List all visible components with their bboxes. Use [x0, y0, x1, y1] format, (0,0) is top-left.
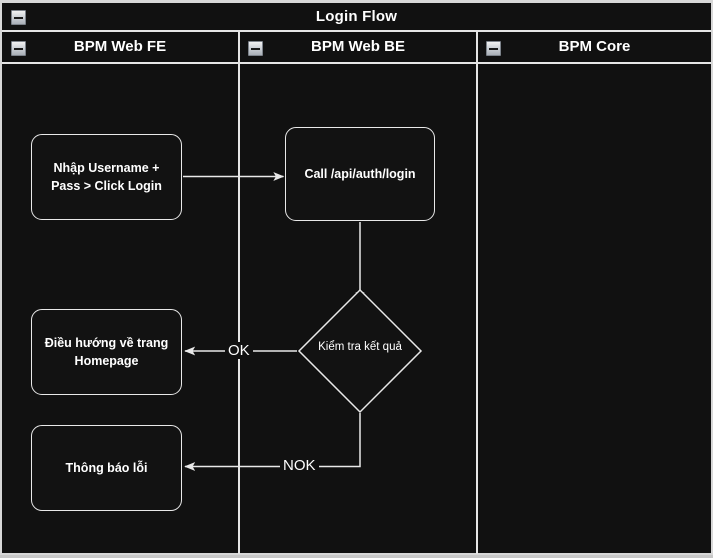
edge-gateway-to-error [184, 413, 361, 471]
lane-label-bpm-core: BPM Core [558, 38, 631, 55]
task-navigate-homepage[interactable]: Điều hướng về trang Homepage [31, 309, 182, 395]
task-call-login-api[interactable]: Call /api/auth/login [285, 127, 435, 221]
lane-label-bpm-web-be: BPM Web BE [311, 38, 405, 55]
lane-divider-2 [476, 32, 478, 554]
edge-label-ok: OK [225, 342, 253, 359]
lane-collapse-icon-bpm-web-fe[interactable] [11, 41, 26, 56]
pool-header: Login Flow [2, 3, 711, 32]
gateway-check-result[interactable] [297, 288, 423, 414]
lane-header-bpm-web-be: BPM Web BE [240, 32, 476, 64]
lane-header-bpm-web-fe: BPM Web FE [2, 32, 238, 64]
pool-collapse-icon[interactable] [11, 10, 26, 25]
page-title: Login Flow [315, 8, 398, 25]
lane-collapse-icon-bpm-web-be[interactable] [248, 41, 263, 56]
gateway-label: Kiểm tra kết quả [318, 341, 402, 353]
lane-label-bpm-web-fe: BPM Web FE [73, 38, 167, 55]
task-show-error[interactable]: Thông báo lỗi [31, 425, 182, 511]
lane-header-bpm-core: BPM Core [478, 32, 711, 64]
gateway-check-result-label-wrap: Kiểm tra kết quả [298, 289, 422, 413]
lane-divider-1 [238, 32, 240, 554]
lane-collapse-icon-bpm-core[interactable] [486, 41, 501, 56]
edge-label-nok: NOK [280, 457, 319, 474]
task-enter-credentials[interactable]: Nhập Username + Pass > Click Login [31, 134, 182, 220]
